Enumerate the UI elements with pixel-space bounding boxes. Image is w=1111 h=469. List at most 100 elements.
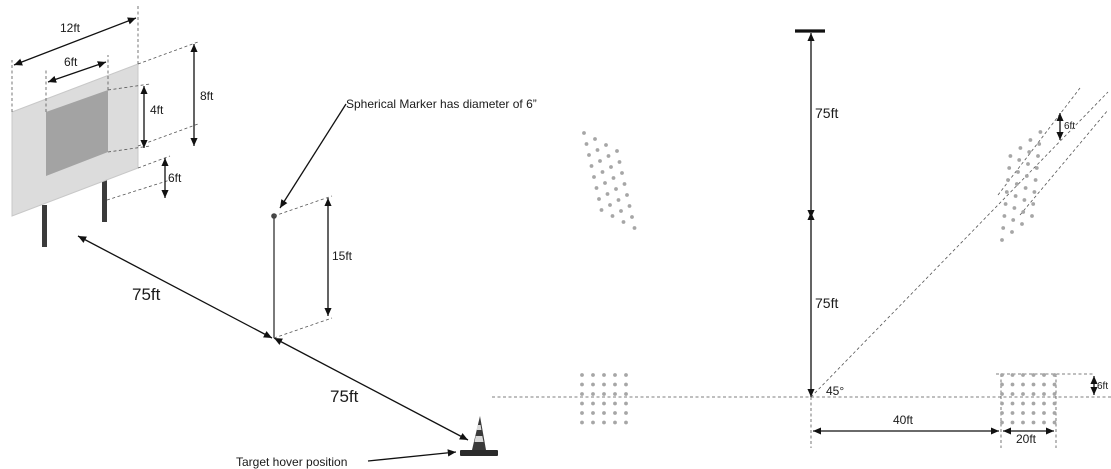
- slanted-dot-right: [1032, 190, 1037, 194]
- slanted-dot-right: [1000, 238, 1004, 242]
- grid-dot-left: [602, 392, 606, 396]
- slanted-dot-left: [592, 175, 596, 179]
- slanted-dot-left: [611, 176, 616, 180]
- grid-dot-left: [624, 420, 628, 425]
- slanted-dot-left: [616, 198, 621, 202]
- slanted-dot-right: [1003, 202, 1008, 206]
- slanted-dot-left: [610, 214, 615, 218]
- grid-depth-label: 6ft: [1097, 381, 1108, 392]
- grid-dot-right: [1010, 382, 1015, 387]
- grid-dot-right: [1052, 401, 1057, 406]
- offset-label: 40ft: [893, 413, 914, 427]
- grid-dot-right: [1042, 401, 1046, 406]
- slanted-dot-left: [587, 153, 591, 157]
- grid-dot-left: [591, 401, 595, 406]
- slanted-dot-left: [606, 154, 611, 158]
- diag-spacing-label: 6ft: [1064, 121, 1075, 132]
- slanted-dot-right: [1030, 214, 1034, 218]
- slanted-dot-right: [1023, 186, 1028, 190]
- slanted-dot-left: [604, 143, 608, 147]
- grid-dot-right: [1000, 411, 1004, 415]
- grid-dot-left: [613, 401, 617, 406]
- grid-dot-right: [1052, 382, 1057, 387]
- slanted-dot-left: [625, 193, 629, 197]
- slanted-dot-right: [1024, 174, 1029, 178]
- grid-dot-left: [580, 392, 584, 396]
- grid-dot-right: [1031, 373, 1036, 377]
- grid-dot-left: [613, 392, 617, 396]
- slanted-dot-right: [1017, 158, 1022, 162]
- grid-dot-right: [1052, 392, 1057, 396]
- grid-dot-right: [1010, 401, 1015, 406]
- grid-dot-right: [1010, 373, 1015, 377]
- slanted-dot-right: [1034, 166, 1039, 170]
- slanted-dot-right: [1013, 194, 1018, 198]
- clearance-label: 6ft: [168, 171, 182, 185]
- grid-dot-left: [580, 411, 584, 415]
- grid-dot-left: [602, 401, 606, 406]
- grid-dot-left: [591, 373, 595, 377]
- grid-dot-left: [580, 420, 584, 425]
- grid-dot-right: [1042, 373, 1046, 377]
- slanted-dot-right: [1001, 226, 1006, 230]
- slanted-dot-right: [1011, 218, 1016, 222]
- marker-callout: Spherical Marker has diameter of 6”: [346, 97, 537, 111]
- slanted-dot-right: [1026, 162, 1030, 166]
- grid-dot-right: [1000, 401, 1004, 406]
- grid-dot-right: [1010, 392, 1015, 396]
- grid-dot-left: [613, 382, 617, 387]
- billboard-inner-target: [46, 90, 108, 176]
- slanted-dot-right: [1036, 154, 1040, 158]
- grid-dot-right: [1021, 392, 1025, 396]
- grid-dot-right: [1000, 420, 1004, 425]
- slanted-dot-left: [627, 204, 632, 208]
- grid-dot-left: [624, 373, 628, 377]
- slanted-dot-right: [1033, 178, 1038, 182]
- cone-label: Target hover position: [236, 455, 347, 469]
- board-height-label: 8ft: [200, 89, 214, 103]
- slanted-dot-right: [1006, 178, 1010, 182]
- grid-dot-right: [1000, 373, 1004, 377]
- marker-height-label: 15ft: [332, 249, 353, 263]
- grid-dot-right: [1010, 411, 1015, 415]
- grid-dot-left: [602, 373, 606, 377]
- slanted-dot-left: [614, 187, 618, 191]
- marker-to-cone-distance: 75ft: [330, 387, 359, 406]
- grid-dot-left: [591, 382, 595, 387]
- slanted-dot-left: [593, 137, 597, 141]
- grid-dot-right: [1042, 411, 1046, 415]
- slanted-dot-left: [609, 165, 613, 169]
- slanted-dot-left: [589, 164, 594, 168]
- billboard-post-left: [42, 205, 47, 247]
- grid-dot-right: [1031, 411, 1036, 415]
- slanted-dot-right: [1004, 190, 1009, 194]
- grid-dot-left: [613, 373, 617, 377]
- grid-dot-left: [624, 411, 628, 415]
- grid-dot-left: [580, 401, 584, 406]
- grid-dot-left: [602, 382, 606, 387]
- grid-dot-left: [591, 411, 595, 415]
- grid-dot-left: [591, 420, 595, 425]
- slanted-dot-left: [603, 181, 607, 185]
- left-scene: 12ft 6ft 4ft 8ft 6ft 75ft 75ft 15ft Sphe…: [11, 4, 537, 469]
- grid-dot-left: [624, 401, 628, 406]
- slanted-dot-left: [605, 192, 610, 196]
- slanted-dot-left: [620, 171, 624, 175]
- grid-dot-right: [1031, 420, 1036, 425]
- grid-dot-right: [1052, 420, 1057, 425]
- vertical-bottom-label: 75ft: [815, 295, 838, 311]
- grid-dot-right: [1042, 420, 1046, 425]
- slanted-dot-left: [617, 160, 622, 164]
- slanted-dot-left: [600, 170, 605, 174]
- inner-height-label: 4ft: [150, 103, 164, 117]
- slanted-dot-right: [1022, 198, 1027, 202]
- slanted-dot-left: [584, 142, 589, 146]
- slanted-dot-left: [621, 220, 626, 224]
- grid-dot-left: [602, 420, 606, 425]
- grid-dot-left: [624, 382, 628, 387]
- slanted-dot-right: [1020, 222, 1024, 226]
- grid-dot-left: [580, 373, 584, 377]
- angle-label: 45°: [826, 384, 844, 398]
- slanted-dot-right: [1037, 142, 1042, 146]
